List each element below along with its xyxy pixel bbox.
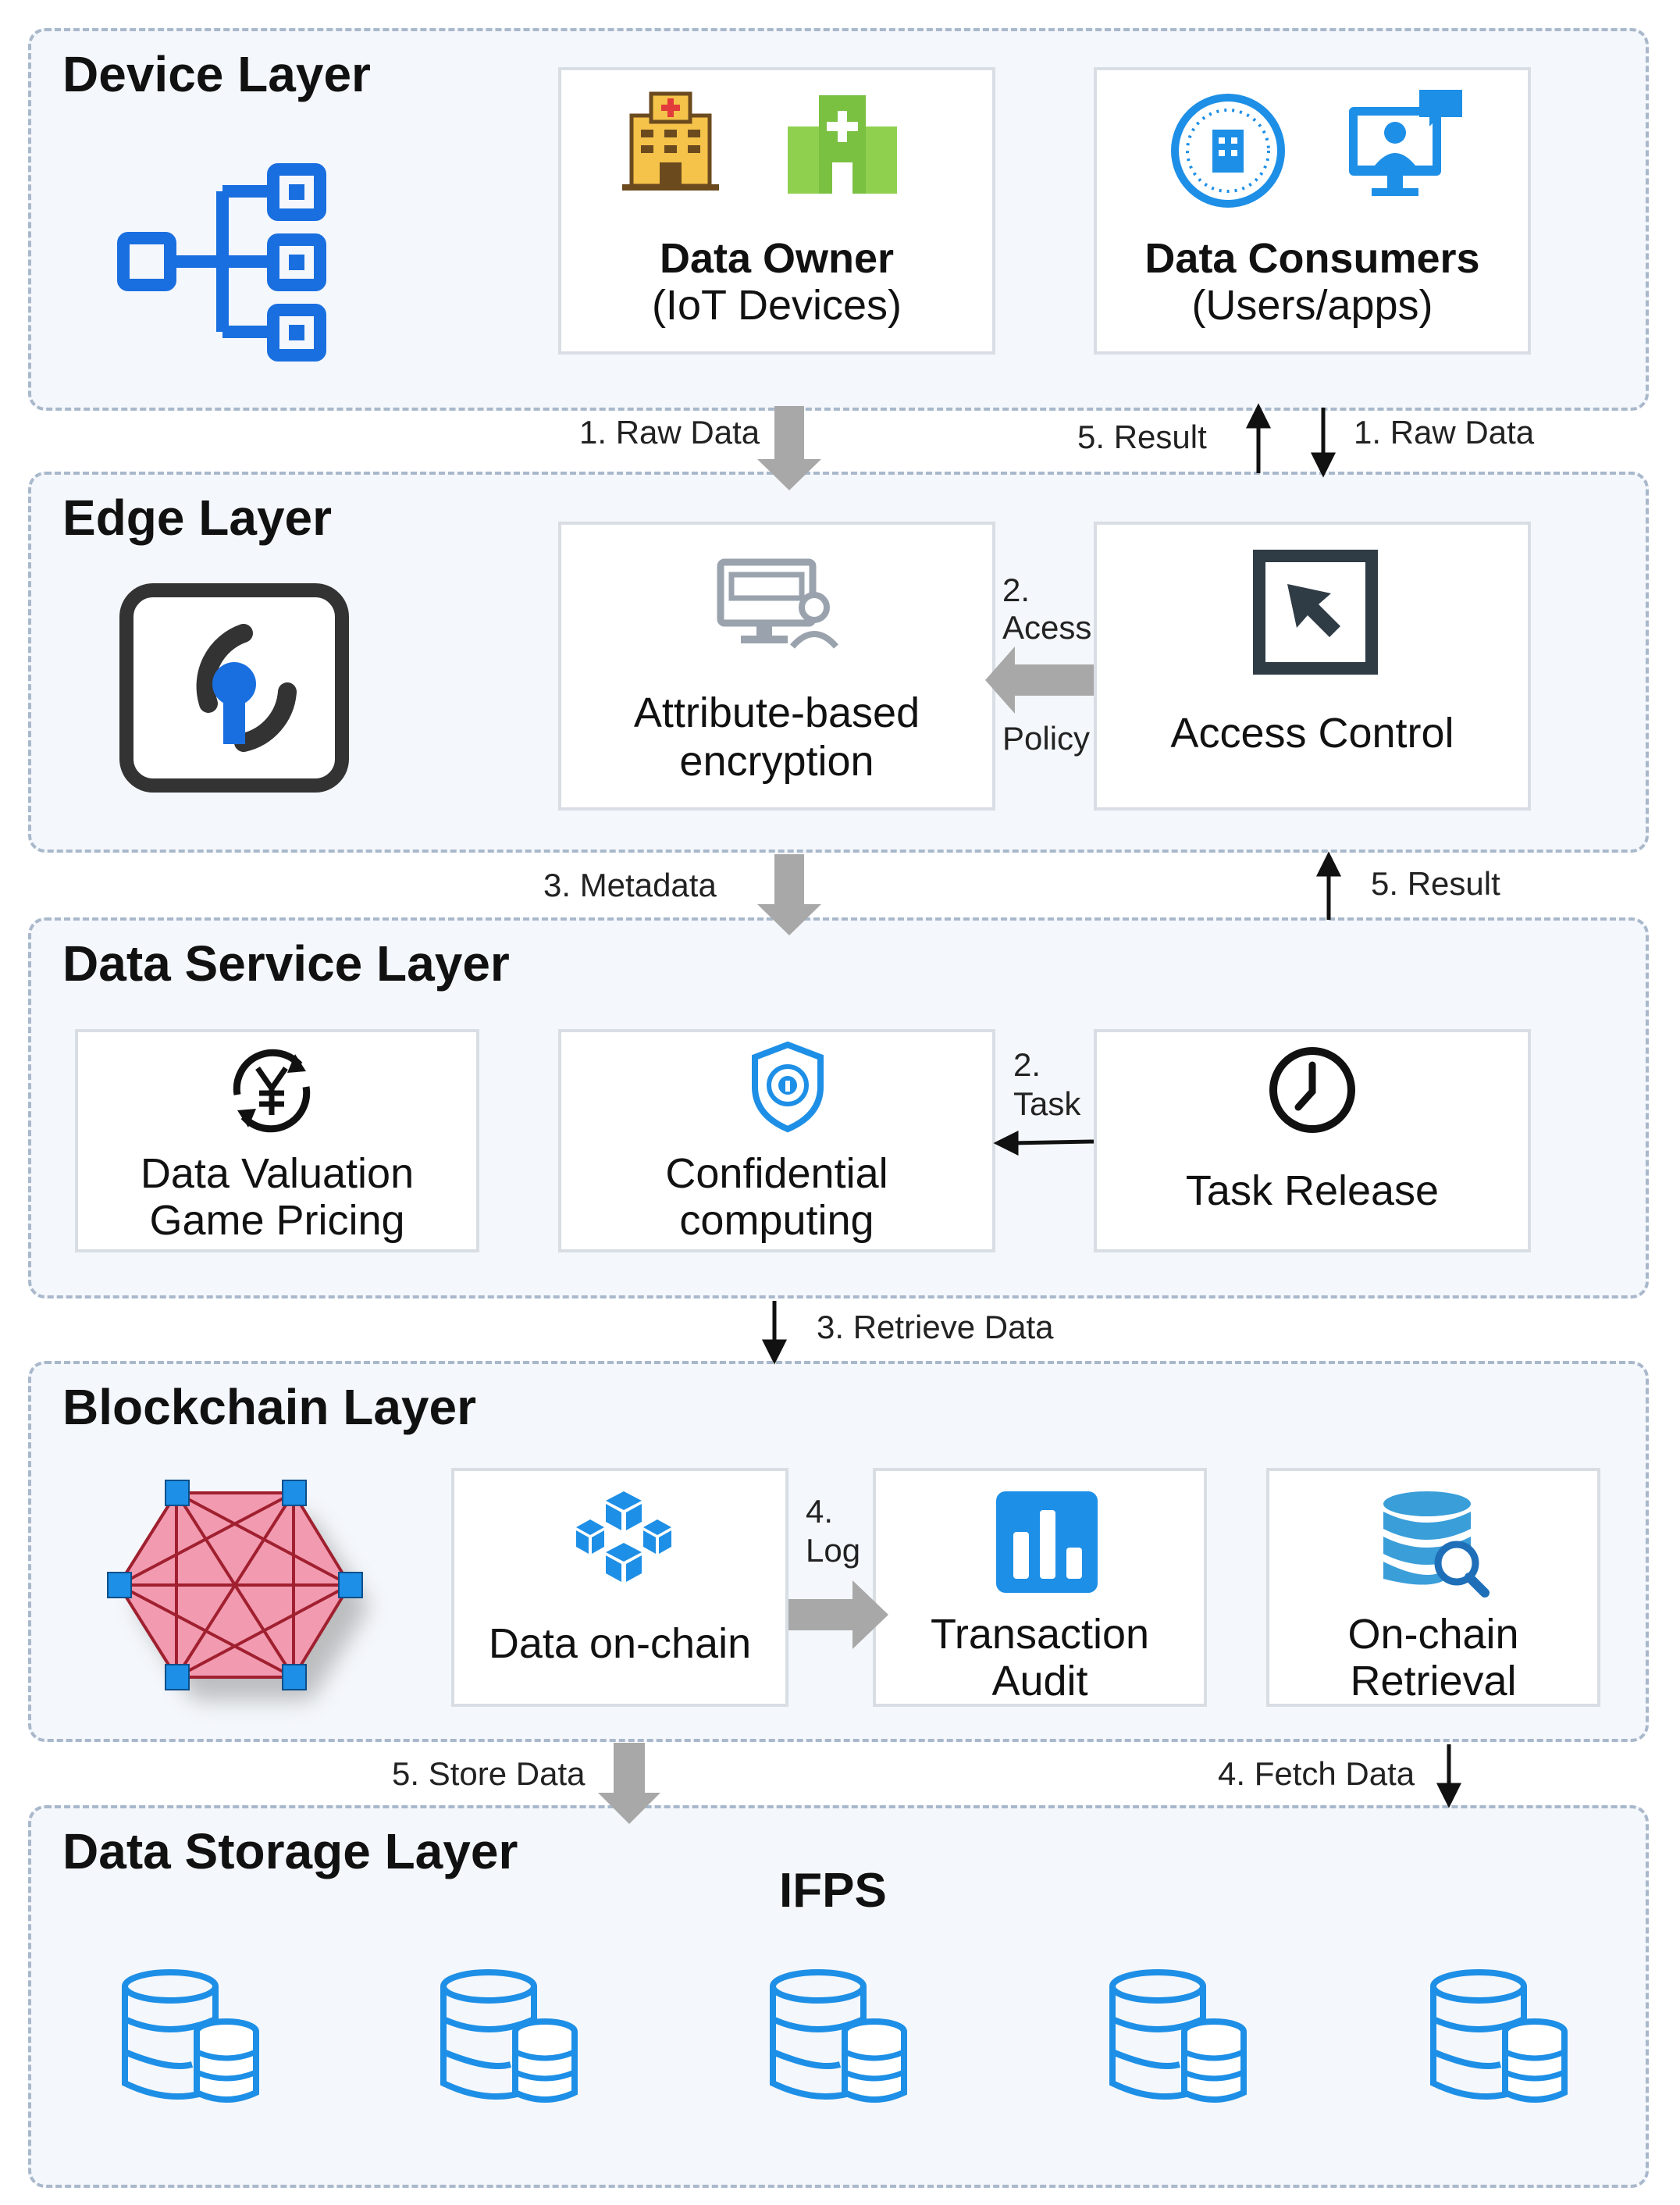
- valuation-label-2: Game Pricing: [149, 1197, 405, 1244]
- layer-title: Data Storage Layer: [62, 1823, 518, 1879]
- confidential-label-1: Confidential: [665, 1150, 888, 1197]
- audit-label-2: Audit: [991, 1658, 1088, 1705]
- layer-title: Data Service Layer: [62, 935, 510, 992]
- owner-title: Data Owner: [659, 235, 895, 282]
- clinic-icon: [788, 95, 897, 194]
- cursor-arrow-icon: [1253, 550, 1378, 675]
- abe-label-2: encryption: [679, 738, 874, 785]
- layer-title: Edge Layer: [62, 490, 333, 546]
- blockchain-network-icon: [107, 1480, 369, 1700]
- abe-label-1: Attribute-based: [633, 689, 920, 736]
- retrieval-label-1: On-chain: [1347, 1611, 1519, 1658]
- clock-icon: [1269, 1047, 1355, 1133]
- database-icon: [1109, 1969, 1247, 2103]
- flow-label: Acess: [1002, 609, 1092, 646]
- data-valuation-box: Data Valuation Game Pricing: [75, 1029, 479, 1252]
- access-control-box: Access Control: [1094, 522, 1531, 810]
- flow-label: 4.: [806, 1493, 834, 1530]
- blockchain-cubes-icon: [576, 1491, 671, 1582]
- abe-box: Attribute-based encryption: [558, 522, 995, 810]
- data-onchain-box: Data on-chain: [451, 1468, 788, 1707]
- audit-label-1: Transaction: [930, 1611, 1150, 1658]
- consumers-title: Data Consumers: [1144, 235, 1480, 282]
- yen-cycle-icon: [233, 1049, 311, 1133]
- edge-logo-icon: [119, 583, 349, 793]
- confidential-label-2: computing: [679, 1197, 874, 1244]
- database-icon: [440, 1969, 578, 2103]
- flow-label: 5. Store Data: [392, 1755, 586, 1792]
- data-consumers-box: Data Consumers (Users/apps): [1094, 67, 1531, 354]
- database-icon: [122, 1969, 259, 2103]
- flow-label: 3. Metadata: [543, 867, 717, 903]
- flow-label: 2.: [1013, 1046, 1041, 1083]
- database-search-icon: [1383, 1491, 1490, 1598]
- computer-user-icon: [717, 558, 839, 649]
- hospital-icon: [622, 91, 719, 191]
- data-owner-box: Data Owner (IoT Devices): [558, 67, 995, 354]
- flow-label: 5. Result: [1371, 865, 1500, 902]
- access-control-label: Access Control: [1170, 710, 1454, 757]
- flow-label: 2.: [1002, 572, 1030, 608]
- flow-label: 1. Raw Data: [1354, 414, 1535, 451]
- flow-label: 3. Retrieve Data: [817, 1309, 1054, 1345]
- flow-label: 1. Raw Data: [579, 414, 760, 451]
- consumers-subtitle: (Users/apps): [1191, 282, 1433, 329]
- retrieval-label-2: Retrieval: [1350, 1658, 1517, 1705]
- task-release-box: Task Release: [1094, 1029, 1531, 1252]
- bar-chart-icon: [996, 1491, 1098, 1593]
- building-badge-icon: [1171, 94, 1285, 208]
- tree-network-icon: [117, 163, 326, 362]
- confidential-box: Confidential computing: [558, 1029, 995, 1252]
- layer-title: Device Layer: [62, 46, 371, 102]
- onchain-label: Data on-chain: [488, 1620, 752, 1667]
- flow-label: Log: [806, 1532, 861, 1569]
- transaction-audit-box: Transaction Audit: [873, 1468, 1207, 1707]
- layer-title: Blockchain Layer: [62, 1379, 476, 1435]
- flow-label: Task: [1013, 1085, 1081, 1122]
- task-release-label: Task Release: [1185, 1167, 1440, 1214]
- flow-label: 4. Fetch Data: [1218, 1755, 1415, 1792]
- database-icon: [1430, 1969, 1568, 2103]
- flow-label: 5. Result: [1077, 419, 1207, 455]
- ifps-label: IFPS: [779, 1864, 887, 1918]
- valuation-label-1: Data Valuation: [140, 1150, 415, 1197]
- user-monitor-icon: [1349, 90, 1462, 196]
- shield-icon: [752, 1041, 824, 1133]
- flow-label: Policy: [1002, 720, 1091, 757]
- owner-subtitle: (IoT Devices): [651, 282, 902, 329]
- database-icon: [770, 1969, 907, 2103]
- onchain-retrieval-box: On-chain Retrieval: [1266, 1468, 1600, 1707]
